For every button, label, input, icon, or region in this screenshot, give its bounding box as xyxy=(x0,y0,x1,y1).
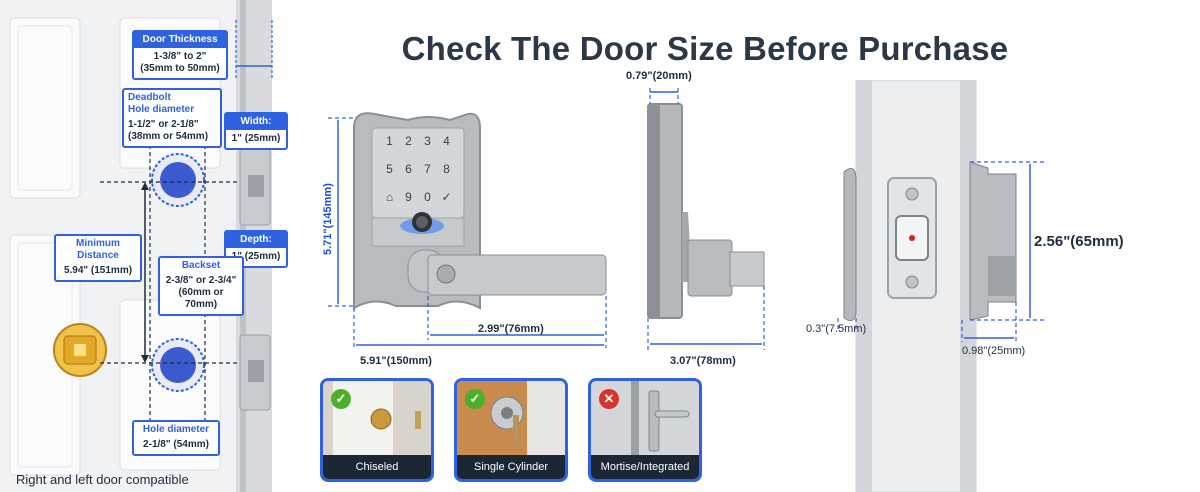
keypad-key[interactable]: 3 xyxy=(424,134,431,148)
keypad: 1 2 3 4 5 6 7 8 ⌂ 9 0 ✓ xyxy=(380,134,456,204)
compat-label: Chiseled xyxy=(323,455,431,479)
check-icon[interactable]: ✓ xyxy=(441,190,452,204)
keypad-key[interactable]: 4 xyxy=(443,134,450,148)
depth-label: Depth: 1" (25mm) xyxy=(224,230,288,268)
plate-thickness-dimension: 0.3"(7.5mm) xyxy=(806,323,867,335)
compat-label: Mortise/Integrated xyxy=(591,455,699,479)
hole-diameter-label: Hole diameter 2-1/8" (54mm) xyxy=(132,420,220,456)
keypad-key[interactable]: 0 xyxy=(424,190,431,204)
keypad-key[interactable]: 5 xyxy=(386,162,393,176)
handle-length-dimension: 2.99"(76mm) xyxy=(478,323,544,335)
front-height-dimension: 5.71"(145mm) xyxy=(322,183,334,255)
width-label: Width: 1" (25mm) xyxy=(224,112,288,150)
compatibility-note: Right and left door compatible xyxy=(16,472,189,487)
backset-label: Backset 2-3/8" or 2-3/4"(60mm or 70mm) xyxy=(158,256,244,316)
check-icon: ✓ xyxy=(465,389,485,409)
keypad-key[interactable]: 8 xyxy=(443,162,450,176)
back-height-dimension: 2.56"(65mm) xyxy=(1034,233,1124,250)
keypad-key[interactable]: 2 xyxy=(405,134,412,148)
side-thickness-dimension: 0.79"(20mm) xyxy=(626,70,692,82)
front-width-dimension: 5.91"(150mm) xyxy=(360,355,432,367)
keypad-key[interactable]: 7 xyxy=(424,162,431,176)
check-icon: ✓ xyxy=(331,389,351,409)
lock-side-view xyxy=(647,88,765,350)
keypad-key[interactable]: 9 xyxy=(405,190,412,204)
side-depth-dimension: 3.07"(78mm) xyxy=(670,355,736,367)
minimum-distance-label: Minimum Distance 5.94" (151mm) xyxy=(54,234,142,282)
close-icon: ✕ xyxy=(599,389,619,409)
door-thickness-label: Door Thickness 1-3/8" to 2"(35mm to 50mm… xyxy=(132,30,228,80)
lock-back-view xyxy=(837,80,1046,492)
single-cylinder-image xyxy=(457,381,565,455)
compat-label: Single Cylinder xyxy=(457,455,565,479)
back-depth-dimension: 0.98"(25mm) xyxy=(962,345,1026,357)
keypad-key[interactable]: 6 xyxy=(405,162,412,176)
compat-card-single-cylinder: ✓ Single Cylinder xyxy=(454,378,568,482)
compat-card-chiseled: ✓ Chiseled xyxy=(320,378,434,482)
page-title: Check The Door Size Before Purchase xyxy=(401,30,1009,67)
keypad-key[interactable]: 1 xyxy=(386,134,393,148)
lock-front-view xyxy=(328,112,607,348)
lock-icon[interactable]: ⌂ xyxy=(385,190,394,204)
compat-card-mortise: ✕ Mortise/Integrated xyxy=(588,378,702,482)
